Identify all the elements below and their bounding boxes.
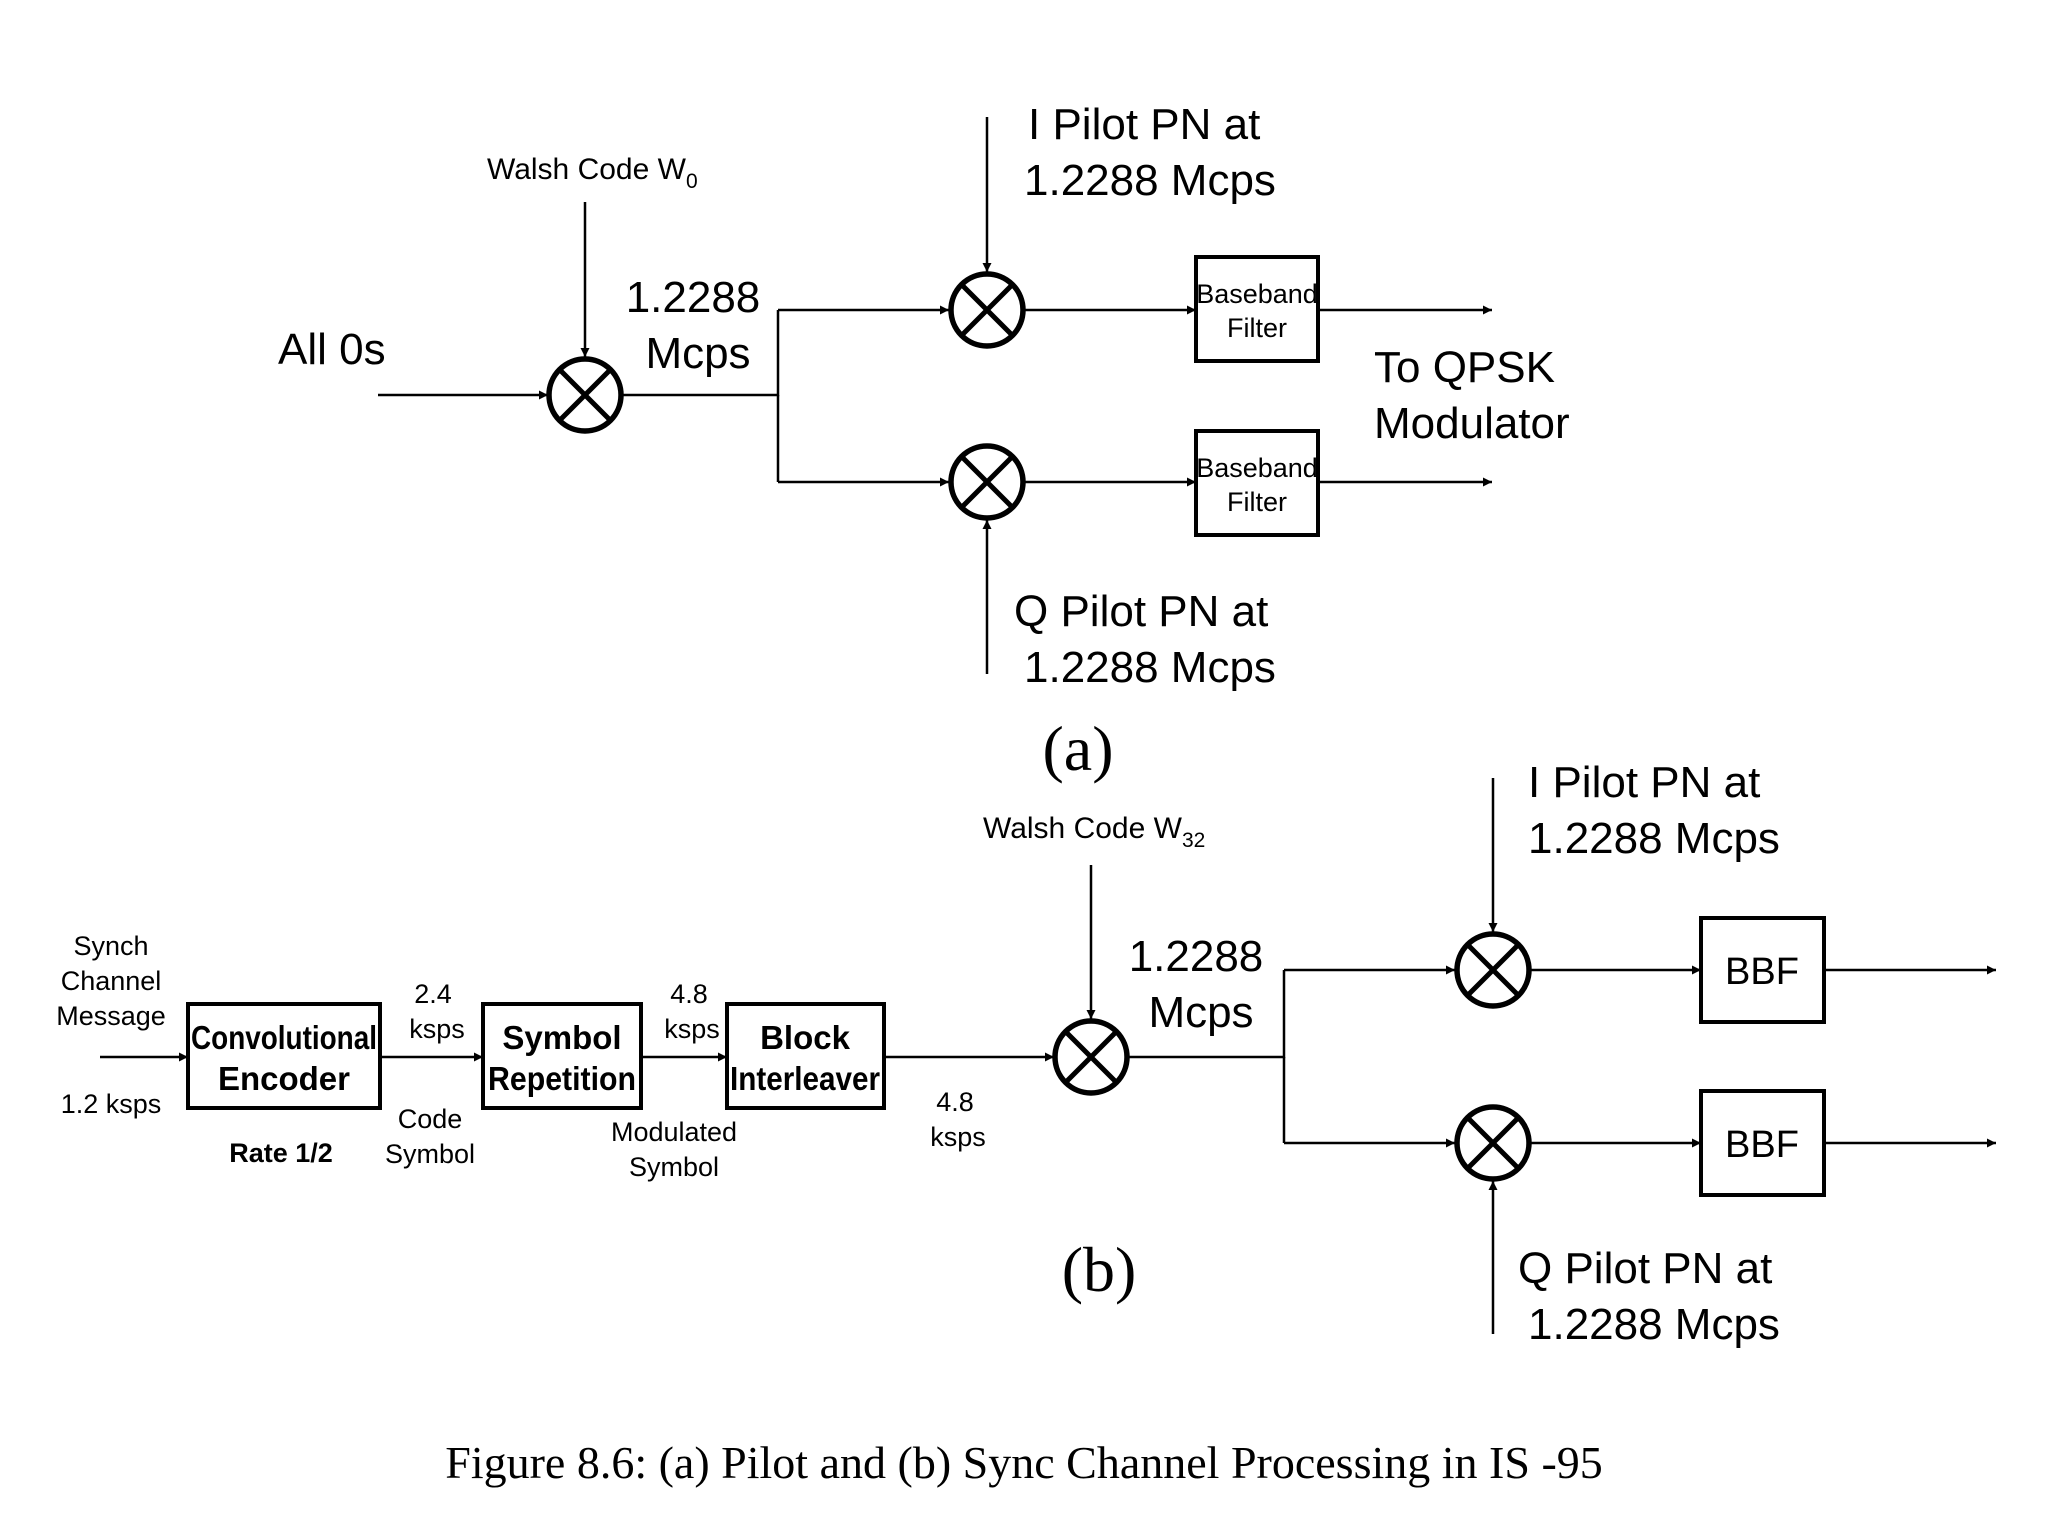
q-pilot-label: 1.2288 Mcps xyxy=(1528,1300,1780,1349)
rate-label: ksps xyxy=(930,1122,986,1152)
symbol-repetition-block: Symbol Repetition xyxy=(481,1002,643,1110)
rate-label: 4.8 xyxy=(670,979,708,1009)
panel-a: Baseband Filter Baseband Filter All 0s W… xyxy=(278,100,1570,784)
multiplier-icon xyxy=(948,271,1026,349)
filter-label: Baseband xyxy=(1196,453,1318,483)
walsh-code-label: Walsh Code W32 xyxy=(983,812,1205,852)
chip-rate-label: 1.2288 xyxy=(1129,932,1264,981)
i-pilot-label: 1.2288 Mcps xyxy=(1024,156,1276,205)
repetition-label: Symbol xyxy=(502,1019,621,1056)
walsh-code-subscript: 32 xyxy=(1182,829,1205,852)
walsh-code-label: Walsh Code W0 xyxy=(487,153,698,193)
input-label: All 0s xyxy=(278,325,386,374)
bbf-label: BBF xyxy=(1725,1124,1799,1166)
encoder-label: Convolutional xyxy=(191,1019,377,1056)
rate-label: 4.8 xyxy=(936,1087,974,1117)
repetition-label: Repetition xyxy=(488,1060,636,1097)
baseband-filter-top: Baseband Filter xyxy=(1194,255,1320,363)
rate-label: 2.4 xyxy=(414,979,452,1009)
multiplier-icon xyxy=(1454,931,1532,1009)
rate-label: Mcps xyxy=(645,329,750,378)
multiplier-icon xyxy=(1454,1104,1532,1182)
input-label: Synch xyxy=(73,931,148,961)
block-interleaver-block: Block Interleaver xyxy=(725,1002,886,1110)
filter-label: Filter xyxy=(1227,313,1287,343)
baseband-filter-bottom: Baseband Filter xyxy=(1194,429,1320,537)
multiplier-icon xyxy=(546,356,624,434)
rate-label: ksps xyxy=(664,1014,720,1044)
q-pilot-label: Q Pilot PN at xyxy=(1518,1244,1772,1293)
filter-label: Filter xyxy=(1227,487,1287,517)
panel-b: Convolutional Encoder Symbol Repetition … xyxy=(56,758,1996,1349)
input-label: Message xyxy=(56,1001,166,1031)
filter-label: Baseband xyxy=(1196,279,1318,309)
rate-label: 1.2288 xyxy=(626,273,761,322)
encoder-rate-label: Rate 1/2 xyxy=(229,1138,333,1168)
multiplier-icon xyxy=(1052,1018,1130,1096)
encoder-label: Encoder xyxy=(218,1060,350,1097)
code-symbol-label: Symbol xyxy=(385,1139,475,1169)
interleaver-label: Block xyxy=(760,1019,851,1056)
output-label: Modulator xyxy=(1374,399,1570,448)
i-pilot-label: I Pilot PN at xyxy=(1528,758,1760,807)
interleaver-label: Interleaver xyxy=(730,1060,880,1097)
walsh-code-main: Walsh Code W xyxy=(983,812,1183,845)
i-pilot-label: I Pilot PN at xyxy=(1028,100,1260,149)
rate-label: ksps xyxy=(409,1014,465,1044)
bbf-top-block: BBF xyxy=(1699,916,1826,1024)
bbf-label: BBF xyxy=(1725,951,1799,993)
panel-label-b: (b) xyxy=(1062,1234,1137,1305)
chip-rate-label: Mcps xyxy=(1148,988,1253,1037)
input-rate-label: 1.2 ksps xyxy=(61,1089,162,1119)
i-pilot-label: 1.2288 Mcps xyxy=(1528,814,1780,863)
code-symbol-label: Code xyxy=(398,1104,463,1134)
walsh-code-main: Walsh Code W xyxy=(487,153,687,186)
q-pilot-label: 1.2288 Mcps xyxy=(1024,643,1276,692)
output-label: To QPSK xyxy=(1374,343,1555,392)
convolutional-encoder-block: Convolutional Encoder xyxy=(186,1002,382,1110)
figure-caption: Figure 8.6: (a) Pilot and (b) Sync Chann… xyxy=(445,1437,1603,1488)
multiplier-icon xyxy=(948,443,1026,521)
walsh-code-subscript: 0 xyxy=(686,170,698,193)
panel-label-a: (a) xyxy=(1042,713,1113,784)
modulated-symbol-label: Symbol xyxy=(629,1152,719,1182)
input-label: Channel xyxy=(61,966,162,996)
modulated-symbol-label: Modulated xyxy=(611,1117,737,1147)
bbf-bottom-block: BBF xyxy=(1699,1089,1826,1197)
q-pilot-label: Q Pilot PN at xyxy=(1014,587,1268,636)
